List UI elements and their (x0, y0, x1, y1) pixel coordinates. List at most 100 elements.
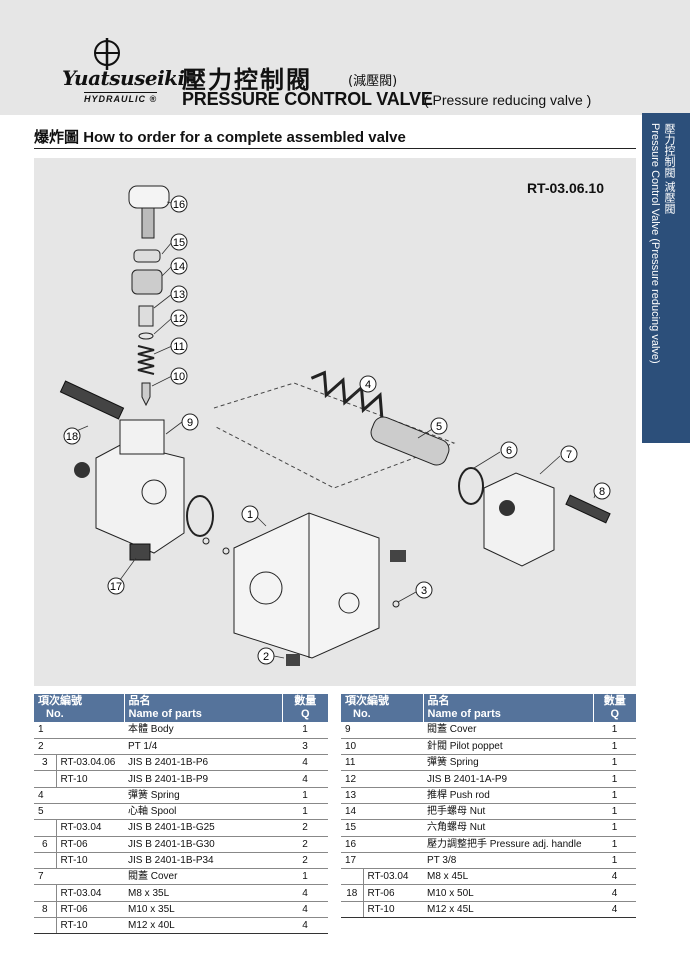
svg-text:1: 1 (247, 509, 253, 521)
svg-text:11: 11 (173, 341, 184, 353)
row-quantity: 1 (282, 803, 328, 821)
row-part-name: 把手螺母 Nut (423, 803, 593, 821)
row-number (34, 819, 56, 837)
row-model: RT-03.04.06 (55, 754, 124, 772)
row-model: RT-06 (362, 884, 423, 902)
part-cover-7 (483, 472, 555, 567)
row-quantity: 4 (282, 754, 328, 772)
row-number: 9 (341, 722, 423, 739)
row-model: RT-03.04 (362, 868, 423, 886)
col-header-no-zh: 項次編號 (38, 695, 82, 707)
row-quantity: 1 (282, 722, 328, 739)
part-handle-stem (141, 207, 155, 239)
part-cover-9-port (141, 479, 167, 505)
row-number: 11 (341, 754, 423, 772)
row-number (341, 868, 363, 886)
row-quantity: 4 (282, 884, 328, 902)
row-number: 6 (34, 836, 56, 853)
callout-17: 17 (107, 577, 125, 595)
row-quantity: 2 (282, 836, 328, 853)
leader-14 (161, 265, 173, 277)
col-header-name-zh: 品名 (128, 695, 151, 707)
exploded-view-diagram: RT-03.06.10 (34, 158, 636, 686)
row-part-name: M10 x 35L (124, 901, 282, 919)
row-part-name: PT 1/4 (124, 738, 282, 756)
svg-text:17: 17 (110, 581, 122, 593)
row-number (34, 852, 56, 870)
part-small-oring-b (222, 547, 230, 555)
callout-4: 4 (359, 375, 377, 393)
page-title-zh: 壓力控制閥 (182, 66, 312, 94)
svg-text:18: 18 (66, 431, 78, 443)
callout-3: 3 (415, 581, 433, 599)
page-title-en: PRESSURE CONTROL VALVE (182, 89, 433, 109)
row-part-name: JIS B 2401-1B-P34 (124, 852, 282, 870)
leader-3 (397, 591, 417, 603)
row-model: RT-10 (55, 917, 124, 935)
leader-7 (539, 455, 561, 475)
svg-text:10: 10 (173, 371, 185, 383)
row-part-name: 彈簧 Spring (423, 754, 593, 772)
row-part-name: M12 x 40L (124, 917, 282, 935)
part-small-oring-3 (392, 600, 400, 608)
part-plug (74, 462, 90, 478)
part-push-rod (138, 305, 154, 327)
callout-1: 1 (241, 505, 259, 523)
callout-18: 18 (63, 427, 81, 445)
row-quantity: 4 (593, 901, 636, 919)
section-title: 爆炸圖 How to order for a complete assemble… (34, 126, 406, 147)
callout-16: 16 (170, 195, 188, 213)
part-body (233, 512, 380, 659)
row-model: RT-06 (55, 836, 124, 853)
row-number: 14 (341, 803, 423, 821)
part-spool (370, 416, 450, 466)
page-subtitle-zh: (減壓閥) (348, 74, 398, 89)
leader-13 (153, 293, 173, 309)
callout-leaders (73, 201, 597, 659)
callout-13: 13 (170, 285, 188, 303)
part-oring-12 (138, 332, 154, 340)
part-spring-4 (310, 370, 384, 418)
row-number: 8 (34, 901, 56, 919)
svg-text:8: 8 (599, 486, 605, 498)
row-quantity: 1 (593, 722, 636, 739)
leader-15 (161, 241, 173, 255)
model-code: RT-03.06.10 (526, 180, 604, 196)
row-part-name: M10 x 50L (423, 884, 593, 902)
svg-text:3: 3 (421, 585, 427, 597)
assembly-guide-line (213, 382, 456, 489)
row-quantity: 1 (593, 787, 636, 804)
row-number: 15 (341, 819, 423, 837)
svg-text:2: 2 (263, 651, 269, 663)
section-title-en: How to order for a complete assembled va… (83, 129, 406, 146)
row-model: RT-10 (362, 901, 423, 919)
leader-2 (273, 655, 285, 659)
row-part-name: JIS B 2401-1B-P6 (124, 754, 282, 772)
row-part-name: JIS B 2401-1B-G25 (124, 819, 282, 837)
row-quantity: 4 (282, 770, 328, 788)
svg-text:16: 16 (173, 199, 185, 211)
part-cover-7-hole (499, 500, 515, 516)
callout-5: 5 (430, 417, 448, 435)
row-part-name: 針閥 Pilot poppet (423, 738, 593, 756)
col-header-qty-zh: 數量 (294, 695, 317, 707)
side-tab-text: 壓力控制閥 減壓閥 Pressure Control Valve (Pressu… (648, 123, 676, 364)
row-quantity: 1 (282, 787, 328, 804)
callout-9: 9 (181, 413, 199, 431)
side-tab: 壓力控制閥 減壓閥 Pressure Control Valve (Pressu… (642, 113, 690, 443)
callout-7: 7 (560, 445, 578, 463)
row-quantity: 1 (282, 868, 328, 886)
row-part-name: 本體 Body (124, 722, 282, 739)
callout-2: 2 (257, 647, 275, 665)
